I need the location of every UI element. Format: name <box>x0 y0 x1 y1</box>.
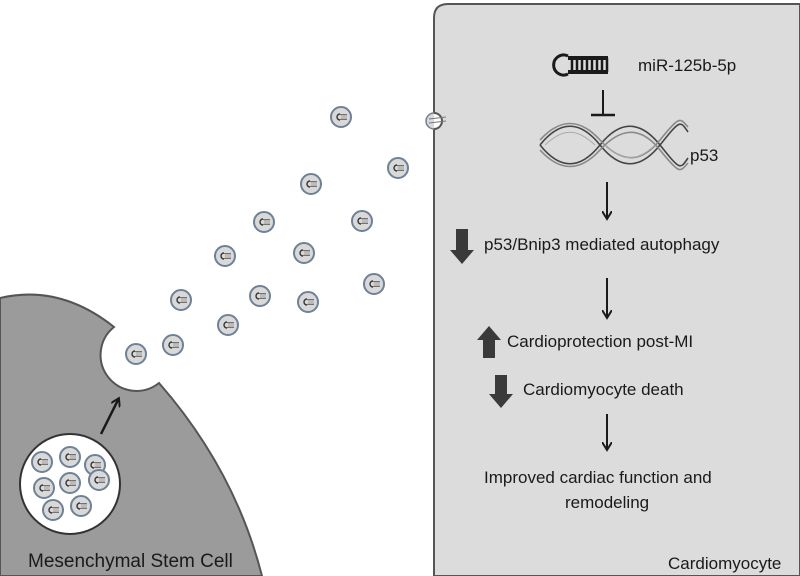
exosome-icon <box>363 273 385 295</box>
exosome-icon <box>170 289 192 311</box>
exosome-icon <box>387 157 409 179</box>
hairpin-rna-icon <box>552 53 609 77</box>
fusing-exosome <box>425 112 447 130</box>
exosome-icon <box>217 314 239 336</box>
inhibition-symbol <box>591 90 615 117</box>
step-autophagy: p53/Bnip3 mediated autophagy <box>484 235 720 254</box>
exosome-icon <box>293 242 315 264</box>
mirna-label: miR-125b-5p <box>638 56 737 75</box>
budding-exosome <box>125 343 147 365</box>
dna-helix-icon <box>539 119 689 171</box>
cardiomyocyte-cell <box>433 3 800 576</box>
mesenchymal-stem-cell <box>0 293 264 576</box>
msc-label: Mesenchymal Stem Cell <box>28 551 233 572</box>
cardiomyocyte-label: Cardiomyocyte <box>668 554 782 573</box>
exosome-cloud <box>162 106 409 356</box>
outcome-line-1: Improved cardiac function and <box>484 468 712 487</box>
exosome-icon <box>249 285 271 307</box>
exosome-icon <box>297 291 319 313</box>
block-arrow-down-icon <box>450 229 474 264</box>
secretion-arrow <box>99 400 118 435</box>
block-arrow-up-icon <box>477 326 501 358</box>
exosome-icon <box>330 106 352 128</box>
block-arrow-down-icon <box>489 375 513 408</box>
exosome-icon <box>253 211 275 233</box>
p53-label: p53 <box>690 146 719 165</box>
exosome-icon <box>300 173 322 195</box>
outcome-line-2: remodeling <box>565 493 650 512</box>
exosome-icon <box>162 334 184 356</box>
multivesicular-body <box>19 433 121 535</box>
step-cardioprotection: Cardioprotection post-MI <box>507 332 694 351</box>
exosome-icon <box>351 210 373 232</box>
exosome-icon <box>214 245 236 267</box>
step-cardiomyocyte-death: Cardiomyocyte death <box>523 380 684 399</box>
